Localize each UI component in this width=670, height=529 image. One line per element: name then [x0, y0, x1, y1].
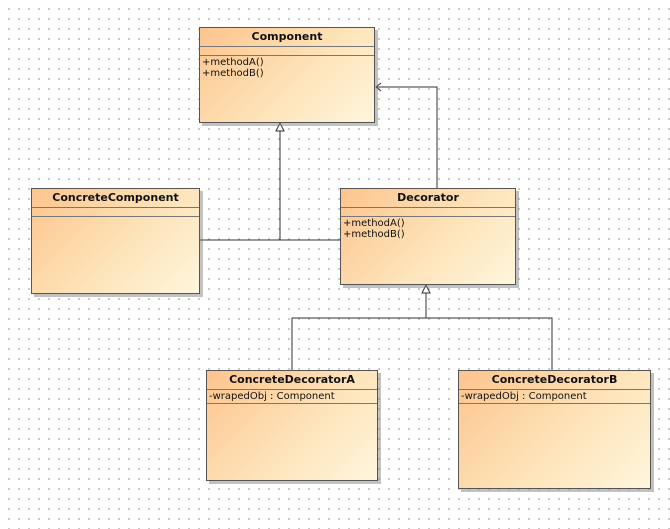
- operation: +methodB(): [202, 68, 264, 79]
- attribute: -wrapedObj : Component: [461, 391, 587, 402]
- attributes-compartment: [341, 208, 515, 217]
- operations-compartment: +methodA() +methodB(): [341, 217, 515, 241]
- operations-compartment: [459, 404, 650, 406]
- operation: +methodB(): [343, 229, 405, 240]
- attributes-compartment: -wrapedObj : Component: [207, 390, 377, 404]
- association-arrowhead-component: [375, 82, 382, 92]
- class-decorator[interactable]: Decorator +methodA() +methodB(): [340, 188, 516, 285]
- operations-compartment: [32, 217, 199, 219]
- operations-compartment: [207, 404, 377, 406]
- operation: +methodA(): [343, 218, 405, 229]
- generalization-arrowhead-decorator: [421, 283, 431, 294]
- generalization-arrowhead-component: [275, 121, 285, 132]
- class-component[interactable]: Component +methodA() +methodB(): [199, 27, 375, 123]
- class-name: ConcreteDecoratorA: [207, 371, 377, 390]
- generalization-line-to-decorator: [291, 317, 553, 370]
- attributes-compartment: -wrapedObj : Component: [459, 390, 650, 404]
- class-name: Decorator: [341, 189, 515, 208]
- class-concrete-decorator-a[interactable]: ConcreteDecoratorA -wrapedObj : Componen…: [206, 370, 378, 481]
- generalization-line-to-component: [200, 131, 281, 241]
- class-name: Component: [200, 28, 374, 47]
- class-name: ConcreteDecoratorB: [459, 371, 650, 390]
- operations-compartment: +methodA() +methodB(): [200, 56, 374, 80]
- class-concrete-decorator-b[interactable]: ConcreteDecoratorB -wrapedObj : Componen…: [458, 370, 651, 489]
- class-name: ConcreteComponent: [32, 189, 199, 208]
- attribute: -wrapedObj : Component: [209, 391, 335, 402]
- operation: +methodA(): [202, 57, 264, 68]
- class-concrete-component[interactable]: ConcreteComponent: [31, 188, 200, 294]
- attributes-compartment: [32, 208, 199, 217]
- attributes-compartment: [200, 47, 374, 56]
- association-line-decorator-component: [376, 86, 438, 188]
